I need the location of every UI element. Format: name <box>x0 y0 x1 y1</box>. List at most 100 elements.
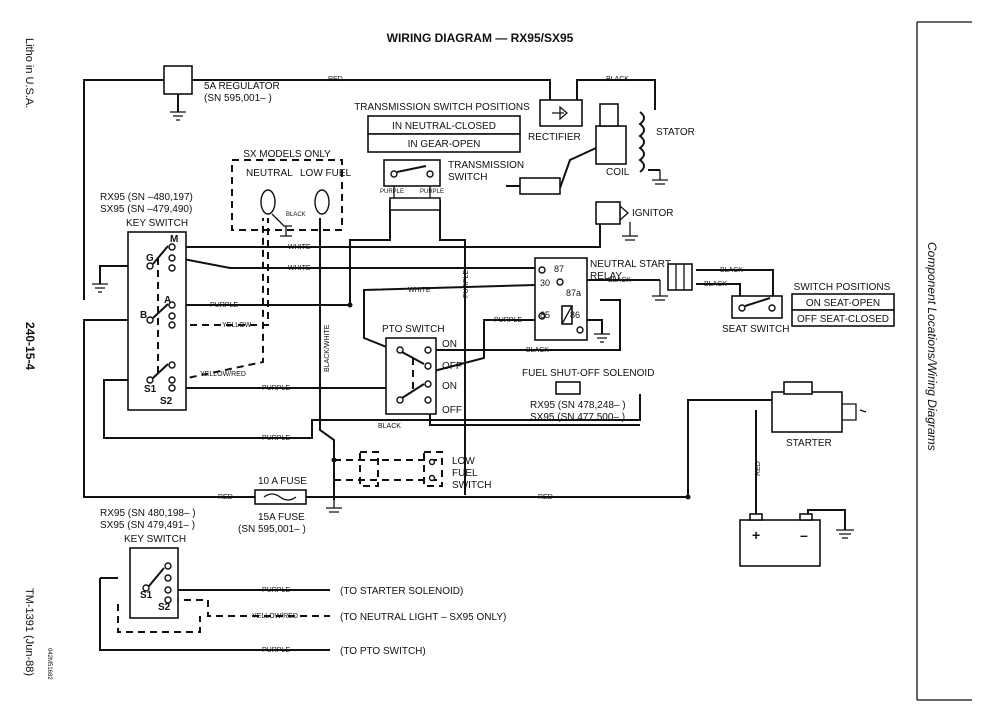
fuel-solenoid-label: FUEL SHUT-OFF SOLENOID <box>522 368 654 379</box>
stator-label: STATOR <box>656 127 695 138</box>
pto-switch <box>385 337 437 415</box>
wire-label-white-relay: WHITE <box>408 287 431 294</box>
wire-label-black-seat-2: BLACK <box>704 281 727 288</box>
key-term-s2: S2 <box>160 396 173 407</box>
coil-label: COIL <box>606 167 630 178</box>
ignitor <box>595 201 638 241</box>
fuel-solenoid-sn-rx95: RX95 (SN 478,248– ) <box>530 400 626 411</box>
wire-label-black-seat-1: BLACK <box>720 267 743 274</box>
fuel-solenoid-sn-sx95: SX95 (SN 477,500– ) <box>530 412 625 423</box>
key-switch2-sn-rx95: RX95 (SN 480,198– ) <box>100 508 196 519</box>
litho-note: Litho in U.S.A. <box>23 38 35 108</box>
rectifier <box>539 99 583 127</box>
wire-label-black-fuel: BLACK <box>378 423 401 430</box>
low-fuel-lamp-label: LOW FUEL <box>300 168 352 179</box>
splice-dot <box>347 302 353 308</box>
relay-label-1: NEUTRAL START <box>590 259 671 270</box>
dest-starter-solenoid: (TO STARTER SOLENOID) <box>340 586 463 597</box>
wire-label-purple-vertical: PURPLE <box>463 270 470 298</box>
figure-code: 042M51682 <box>46 648 52 680</box>
key-switch-sn-sx95: SX95 (SN –479,490) <box>100 204 192 215</box>
relay-pin-87: 87 <box>554 264 564 274</box>
key-switch2-label: KEY SWITCH <box>124 534 186 545</box>
sx-models-only-label: SX MODELS ONLY <box>243 149 331 160</box>
fuel-shutoff-solenoid <box>555 381 581 395</box>
transmission-switch <box>383 159 441 211</box>
starter-label: STARTER <box>786 438 832 449</box>
key-term-b: B <box>140 310 147 321</box>
relay-pin-85: 85 <box>540 310 550 320</box>
key-switch-later <box>129 547 179 619</box>
low-fuel-switch <box>359 451 443 487</box>
key-switch2-sn-sx95: SX95 (SN 479,491– ) <box>100 520 195 531</box>
fuse <box>254 489 342 513</box>
relay-ground-symbol <box>594 333 610 343</box>
neutral-lamp-label: NEUTRAL <box>246 168 293 179</box>
regulator-label: 5A REGULATOR <box>204 81 280 92</box>
wire-label-purple-starter: PURPLE <box>262 587 290 594</box>
wire-label-yellow-red: YELLOW/RED <box>200 371 246 378</box>
dest-pto-switch: (TO PTO SWITCH) <box>340 646 426 657</box>
wire-label-purple-s1: PURPLE <box>262 435 290 442</box>
pto-pos-off-1: OFF <box>442 361 462 372</box>
seat-position-row-2 <box>791 309 895 327</box>
wire-label-purple-s2: PURPLE <box>262 385 290 392</box>
pto-pos-on-2: ON <box>442 381 457 392</box>
wire-label-purple-pto: PURPLE <box>262 647 290 654</box>
lamp-ground-wire-label: BLACK <box>286 212 306 218</box>
fuse-15a-sn: (SN 595,001– ) <box>238 524 306 535</box>
wire-label-purple-relay: PURPLE <box>494 317 522 324</box>
key-term-s1: S1 <box>144 384 157 395</box>
pto-pos-off-2: OFF <box>442 405 462 416</box>
regulator-sn: (SN 595,001– ) <box>204 93 272 104</box>
trans-position-neutral: IN NEUTRAL-CLOSED <box>392 121 496 132</box>
wire-label-yellow-red-2: YELLOW/RED <box>252 613 298 620</box>
seat-switch-connector <box>652 263 693 301</box>
low-fuel-indicator-lamp <box>314 189 330 215</box>
wire-label-purple-a: PURPLE <box>210 302 238 309</box>
trans-position-row-2 <box>367 133 521 153</box>
wire-label-black-pto: BLACK <box>526 347 549 354</box>
wire-label-black-white: BLACK/WHITE <box>324 324 331 372</box>
trans-position-gear: IN GEAR-OPEN <box>408 139 481 150</box>
lamp-ground <box>271 213 292 237</box>
wire-label-red-fuse-right: RED <box>538 494 553 501</box>
key-switch <box>127 231 187 411</box>
wire-label-black-relay: BLACK <box>608 277 631 284</box>
relay-pin-87a: 87a <box>566 288 581 298</box>
sx-models-only-box <box>231 159 343 231</box>
section-heading: Component Locations/Wiring Diagrams <box>925 242 939 451</box>
regulator-5a <box>163 65 193 121</box>
fuse-10a-label: 10 A FUSE <box>258 476 307 487</box>
key-ground-symbol <box>92 283 108 293</box>
wires <box>83 79 846 651</box>
seat-switch <box>731 295 783 319</box>
pto-switch-label: PTO SWITCH <box>382 324 445 335</box>
relay-label-2: RELAY <box>590 271 622 282</box>
wire-label-red-fuse-left: RED <box>218 494 233 501</box>
relay-pin-86: 86 <box>570 310 580 320</box>
trans-wire-purple-1: PURPLE <box>380 189 404 195</box>
seat-positions-title: SWITCH POSITIONS <box>794 282 891 293</box>
trans-positions-title: TRANSMISSION SWITCH POSITIONS <box>354 102 530 113</box>
battery-negative: – <box>800 527 808 543</box>
key-term-m: M <box>170 234 178 245</box>
tm-number: TM-1391 (Jun-88) <box>23 588 35 676</box>
wire-label-yellow: YELLOW <box>222 322 252 329</box>
wire-label-white-2: WHITE <box>288 265 311 272</box>
wire-labels: RED BLACK WHITE WHITE PURPLE YELLOW YELL… <box>200 76 762 654</box>
key2-term-s1: S1 <box>140 590 153 601</box>
wire-label-red-battery: RED <box>755 461 762 476</box>
key-term-a: A <box>164 295 171 306</box>
trans-switch-label-2: SWITCH <box>448 172 487 183</box>
trans-wire-purple-2: PURPLE <box>420 189 444 195</box>
relay-pin-30: 30 <box>540 278 550 288</box>
page-number: 240-15-4 <box>23 322 37 370</box>
splice-dot <box>331 457 337 463</box>
key-term-g: G <box>146 253 154 264</box>
wire-label-black-stator: BLACK <box>606 76 629 83</box>
low-fuel-switch-label-3: SWITCH <box>452 480 491 491</box>
diagram-title: WIRING DIAGRAM — RX95/SX95 <box>387 31 574 45</box>
